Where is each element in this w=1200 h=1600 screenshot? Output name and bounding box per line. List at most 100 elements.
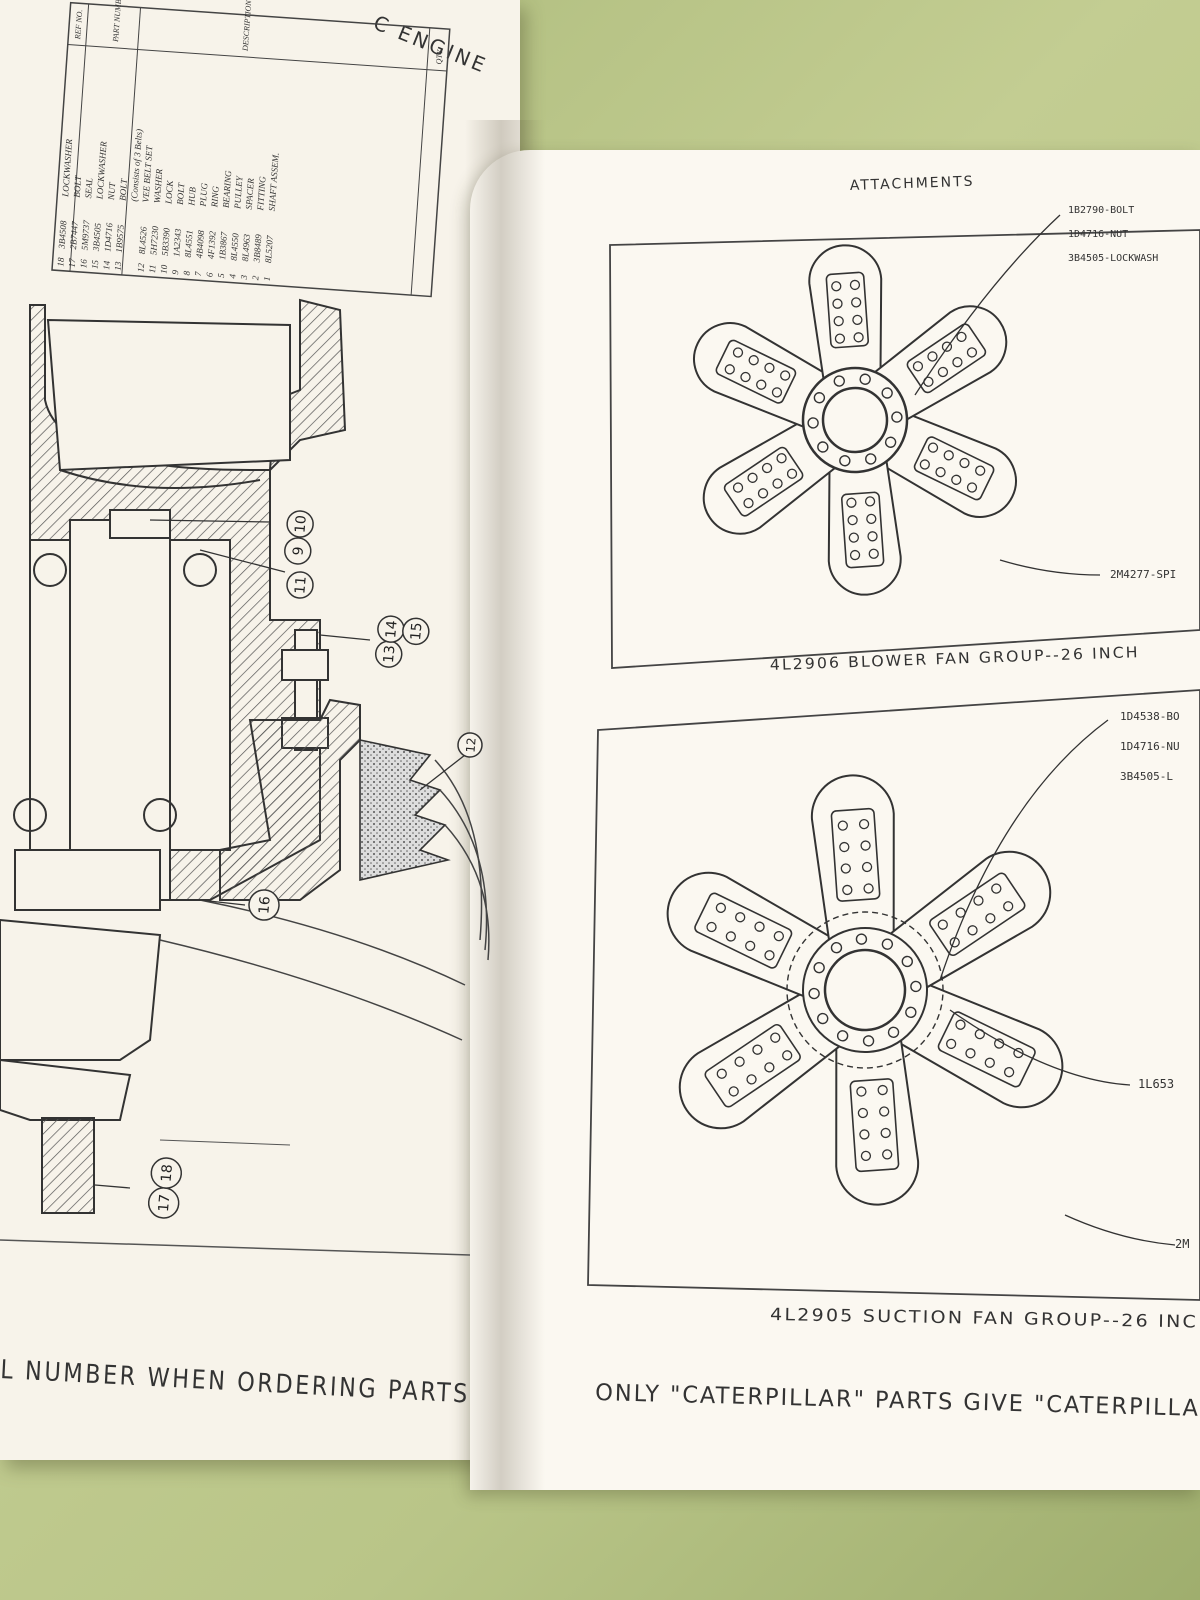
table-cell-ref: 9: [170, 269, 180, 275]
bolt-hole: [817, 1012, 829, 1025]
callout-15: 15: [408, 622, 425, 641]
fig1-label-bolt: 1B2790-BOLT: [1068, 205, 1134, 216]
suction-fan-blades: [666, 774, 1064, 1206]
table-cell-part: 8L4550: [229, 232, 241, 261]
table-cell-part: 5B3390: [160, 227, 172, 256]
fig2-label-ring: 1L653: [1138, 1077, 1174, 1091]
table-cell-ref: 1: [262, 276, 272, 281]
table-cell-part: 8L4963: [240, 233, 252, 262]
table-cell-ref: 12: [136, 262, 147, 272]
parts-table: REF NO. PART NUMBER DESCRIPTION QTY 1 8L5…: [51, 0, 451, 298]
table-header-qty: QTY: [434, 48, 444, 65]
table-cell-part: 1B9575: [114, 224, 126, 253]
left-footer: L NUMBER WHEN ORDERING PARTS: [0, 1355, 471, 1410]
bolt-hole: [862, 1035, 875, 1047]
bolt-hole: [817, 441, 829, 453]
bolt-hole: [891, 411, 903, 423]
table-cell-ref: 17: [67, 258, 78, 268]
table-cell-desc: FITTING: [255, 176, 267, 212]
bolt-hole: [905, 1006, 917, 1019]
bolt-hole: [833, 375, 845, 387]
left-header: C ENGINE: [370, 10, 491, 78]
bolt-hole: [830, 942, 843, 954]
table-cell-desc: VEE BELT SET: [140, 144, 154, 202]
table-header-part: PART NUMBER: [111, 0, 124, 43]
table-cell-part: 2B7447: [68, 221, 80, 250]
table-rows: 1 8L5207 SHAFT ASSEM. 12 3B8489 FITTING 13 8L49…: [55, 129, 281, 282]
figure-suction-fan: 1D4538-BO 1D4716-NU 3B4505-L 1L653 2M: [587, 689, 1200, 1301]
bolt-hole: [901, 955, 913, 968]
table-cell-desc: NUT: [106, 181, 117, 201]
table-cell-ref: 6: [204, 272, 214, 278]
callout-11: 11: [292, 576, 309, 595]
table-cell-part: 1A2343: [171, 228, 183, 257]
fig2-label-nut: 1D4716-NU: [1120, 740, 1180, 753]
table-cell-desc: BEARING: [221, 170, 234, 209]
table-cell-desc: HUB: [186, 186, 197, 207]
fig1-label-nut: 1D4716-NUT: [1068, 229, 1128, 240]
bolt-hole: [813, 961, 825, 974]
table-cell-part: 3B4505: [91, 222, 103, 252]
bolt-hole: [881, 938, 894, 950]
table-cell-desc: LOCKWASHER: [60, 138, 74, 198]
table-header-ref: REF NO.: [73, 9, 84, 40]
table-cell-ref: 13: [113, 261, 124, 271]
table-cell-ref: 5: [216, 272, 226, 278]
table-cell-desc: BOLT: [72, 174, 84, 197]
blower-fan-blades: [693, 244, 1017, 596]
table-cell-desc: SPACER: [244, 177, 256, 209]
table-cell-part: 5M9737: [79, 219, 91, 250]
callout-circles: 9 10 11 13 14 15 12 16 17 18: [147, 510, 483, 1219]
bolt-hole: [813, 392, 826, 404]
fig1-label-spider: 2M4277-SPI: [1110, 568, 1176, 581]
table-cell-ref: 11: [147, 264, 158, 273]
table-cell-part: 8L4526: [137, 226, 149, 255]
table-cell-ref: 15: [90, 259, 101, 269]
table-cell-desc: PLUG: [198, 182, 210, 208]
callout-10: 10: [292, 515, 309, 534]
table-cell-desc: LOCK: [163, 179, 175, 205]
table-cell-ref: 7: [193, 271, 203, 277]
fig2-label-lockwasher: 3B4505-L: [1120, 770, 1173, 783]
table-cell-part: 8L5207: [263, 235, 275, 264]
table-cell-desc: WASHER: [152, 168, 164, 203]
table-cell-ref: 3: [239, 274, 249, 281]
callout-17: 17: [156, 1193, 173, 1212]
table-cell-part: 1D4716: [102, 222, 114, 252]
left-header-title: C ENGINE: [370, 10, 491, 78]
fig2-caption: 4L2905 SUCTION FAN GROUP--26 INC: [770, 1305, 1198, 1332]
table-cell-desc: PULLEY: [232, 175, 244, 210]
bolt-hole: [808, 987, 820, 1000]
bolt-hole: [836, 1030, 849, 1042]
table-cell-part: 1B3867: [217, 231, 229, 260]
callout-14: 14: [383, 620, 400, 639]
bolt-hole: [887, 1026, 900, 1038]
fig1-label-lockwasher: 3B4505-LOCKWASH: [1068, 253, 1158, 264]
table-cell-desc: SHAFT ASSEM.: [267, 152, 281, 211]
callout-9: 9: [290, 546, 307, 556]
table-cell-ref: 8: [181, 270, 191, 276]
table-cell-ref: 18: [55, 257, 66, 267]
table-cell-ref: 2: [250, 275, 260, 281]
table-cell-ref: 4: [227, 273, 237, 279]
bolt-hole: [884, 436, 897, 448]
right-header: ATTACHMENTS: [850, 174, 975, 194]
table-header-desc: DESCRIPTION: [241, 0, 254, 52]
table-cell-part: 3B4508: [56, 220, 68, 250]
fig1-caption: 4L2906 BLOWER FAN GROUP--26 INCH: [770, 643, 1140, 674]
bolt-hole: [910, 980, 922, 993]
book-gutter: [465, 120, 545, 1490]
table-cell-part: 8L4551: [183, 230, 195, 258]
bolt-hole: [865, 453, 877, 465]
table-cell-desc: BOLT: [175, 182, 187, 205]
bolt-hole: [859, 373, 871, 385]
table-cell-part: 3B8489: [251, 233, 263, 263]
figure-blower-fan: 1B2790-BOLT 1D4716-NUT 3B4505-LOCKWASH 2…: [609, 205, 1200, 669]
table-cell-part: 4B4098: [194, 229, 206, 258]
callout-12: 12: [463, 737, 478, 753]
bolt-hole: [881, 387, 893, 399]
pulley-cross-section: [0, 298, 490, 1256]
callout-13: 13: [381, 645, 398, 664]
callout-16: 16: [256, 895, 273, 914]
table-cell-desc: BOLT: [118, 178, 130, 201]
